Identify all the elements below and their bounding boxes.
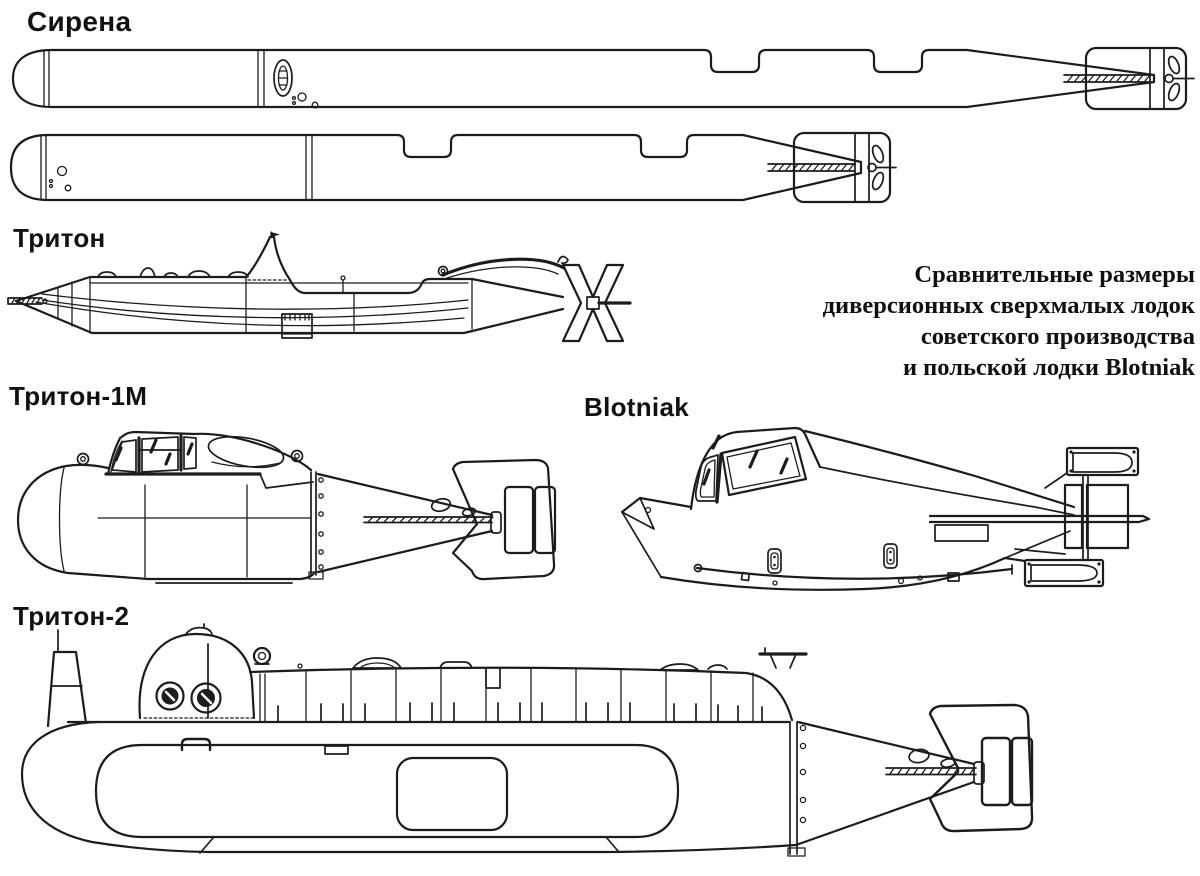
- label-triton-1m: Тритон-1М: [9, 381, 148, 411]
- caption-line: диверсионных сверхмалых лодок: [822, 292, 1195, 319]
- triton-2-side-view-drawing: [20, 623, 1034, 857]
- caption-line: и польской лодки Blotniak: [902, 354, 1195, 381]
- blotniak-side-view-drawing: [620, 426, 1151, 591]
- caption-line: Сравнительные размеры: [914, 261, 1195, 288]
- label-sirena: Сирена: [27, 6, 132, 37]
- caption-line: советского производства: [920, 323, 1195, 350]
- label-blotniak: Blotniak: [584, 392, 689, 422]
- label-triton: Тритон: [13, 223, 106, 253]
- triton-side-view-drawing: [7, 231, 632, 343]
- label-triton-2: Тритон-2: [13, 601, 130, 631]
- sirena-side-view-drawing: [9, 131, 897, 204]
- sirena-top-view-drawing: [11, 46, 1195, 111]
- triton-1m-side-view-drawing: [16, 430, 557, 584]
- caption-block: Сравнительные размеры диверсионных сверх…: [823, 259, 1195, 383]
